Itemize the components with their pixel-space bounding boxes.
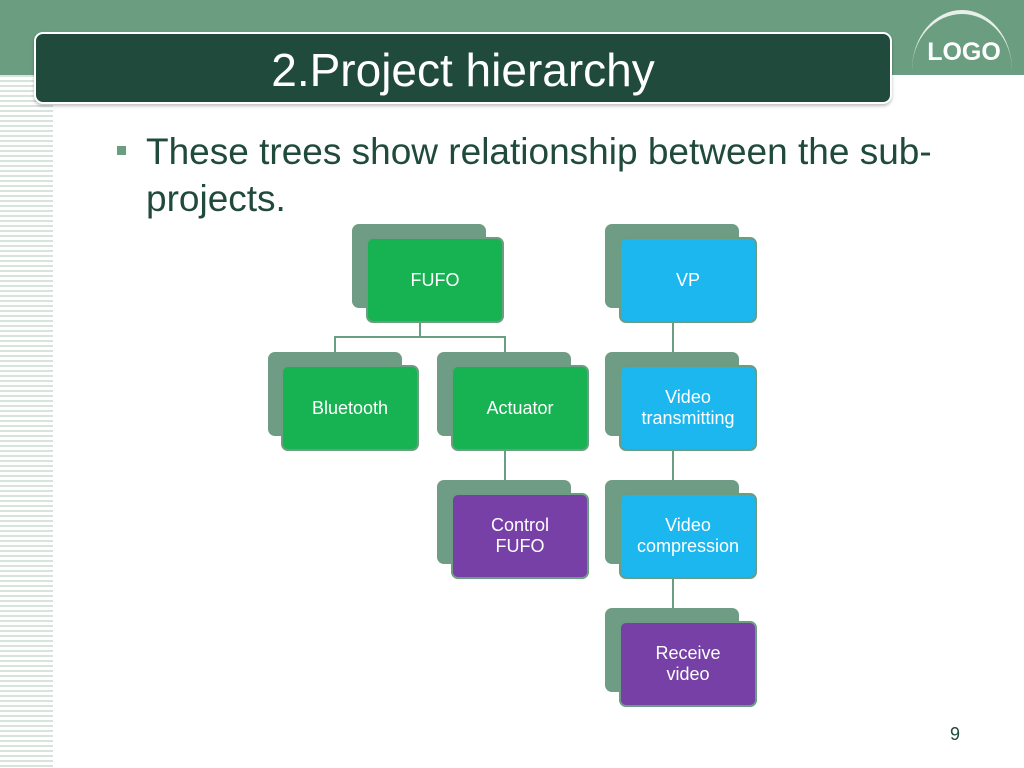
node-vp: VP: [619, 237, 757, 323]
node-video-compression: Video compression: [619, 493, 757, 579]
left-stripes: [0, 75, 53, 768]
connector-actuator-control: [504, 450, 506, 482]
logo: LOGO: [927, 38, 1001, 66]
connector-fufo-branch: [334, 336, 506, 338]
title-box: 2.Project hierarchy: [34, 32, 892, 104]
slide-title: 2.Project hierarchy: [271, 44, 655, 96]
connector-transmit-compress: [672, 450, 674, 482]
connector-compress-receive: [672, 578, 674, 610]
node-actuator: Actuator: [451, 365, 589, 451]
bullet-text: These trees show relationship between th…: [146, 131, 932, 219]
node-control-fufo: Control FUFO: [451, 493, 589, 579]
logo-arc: [912, 10, 1012, 70]
node-receive-video: Receive video: [619, 621, 757, 707]
connector-fufo-root: [419, 322, 421, 337]
connector-fufo-actuator: [504, 336, 506, 354]
node-video-transmitting: Video transmitting: [619, 365, 757, 451]
connector-fufo-bluetooth: [334, 336, 336, 354]
page-number: 9: [949, 724, 960, 744]
node-fufo: FUFO: [366, 237, 504, 323]
node-bluetooth: Bluetooth: [281, 365, 419, 451]
connector-vp-transmit: [672, 322, 674, 354]
bullet-marker: [117, 146, 126, 155]
